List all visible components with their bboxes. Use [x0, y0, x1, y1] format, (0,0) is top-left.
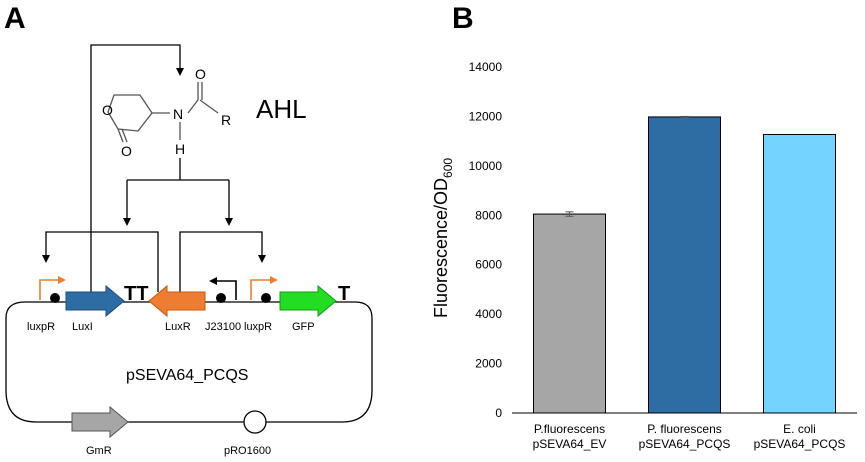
luxpr-left-label: luxpR [27, 321, 55, 333]
gmr-gene-arrow [71, 405, 129, 439]
y-tick-label: 2000 [475, 357, 502, 371]
plasmid-backbone [5, 301, 373, 423]
y-tick-label: 10000 [469, 159, 503, 173]
y-tick-label: 12000 [469, 109, 503, 123]
y-tick-labels: 0 2000 4000 6000 8000 10000 12000 14000 [469, 60, 503, 420]
error-bars [565, 115, 689, 217]
j23100-promoter [209, 277, 237, 303]
x-category-label: P.fluorescens [534, 422, 605, 436]
bar [533, 213, 606, 414]
terminator-t: T [338, 283, 350, 305]
gfp-label: GFP [292, 321, 315, 333]
ring-oxygen-label: O [102, 102, 113, 118]
y-tick-label: 4000 [475, 307, 502, 321]
panel-a-letter: A [4, 2, 26, 35]
r-group-label: R [221, 112, 231, 128]
luxr-gene-arrow [148, 284, 206, 318]
luxr-label: LuxR [165, 321, 191, 333]
y-tick-label: 6000 [475, 258, 502, 272]
bar [648, 116, 721, 414]
y-axis-label: Fluorescence/OD600 [431, 158, 455, 318]
panel-a: A O O N H O R AHL [4, 2, 373, 457]
x-category-label: pSEVA64_EV [533, 437, 607, 451]
luxpr-right-promoter [250, 276, 278, 303]
luxi-gene-arrow [65, 284, 125, 318]
y-tick-label: 14000 [469, 60, 503, 74]
ahl-label: AHL [256, 94, 307, 124]
luxpr-right-label: luxpR [244, 321, 272, 333]
y-tick-label: 0 [495, 406, 502, 420]
hydrogen-label: H [175, 141, 185, 157]
carbonyl-oxygen-label: O [121, 143, 132, 159]
y-tick-label: 8000 [475, 208, 502, 222]
error-bar [680, 115, 689, 118]
gfp-gene-arrow [279, 284, 337, 318]
gmr-label: GmR [86, 445, 112, 457]
panel-b-letter: B [452, 2, 474, 35]
x-category-label: pSEVA64_PCQS [754, 437, 846, 451]
ahl-structure [107, 82, 219, 143]
panel-b: B Fluorescence/OD600 0 2000 4000 6000 8000 10… [431, 2, 857, 451]
nitrogen-label: N [173, 106, 183, 122]
error-bar [565, 211, 574, 217]
bar [763, 133, 836, 414]
plasmid-name: pSEVA64_PCQS [126, 367, 248, 384]
origin-label: pRO1600 [224, 445, 271, 457]
origin-circle [243, 410, 267, 434]
luxi-label: LuxI [72, 321, 93, 333]
terminator-tt: TT [124, 283, 148, 305]
amide-oxygen-label: O [195, 66, 206, 82]
j23100-label: J23100 [205, 321, 241, 333]
x-category-label: E. coli [783, 422, 816, 436]
x-category-label: pSEVA64_PCQS [639, 437, 731, 451]
luxpr-left-promoter [39, 276, 66, 303]
x-category-label: P. fluorescens [647, 422, 722, 436]
regulation-arrows [42, 44, 266, 292]
bars [533, 116, 836, 414]
